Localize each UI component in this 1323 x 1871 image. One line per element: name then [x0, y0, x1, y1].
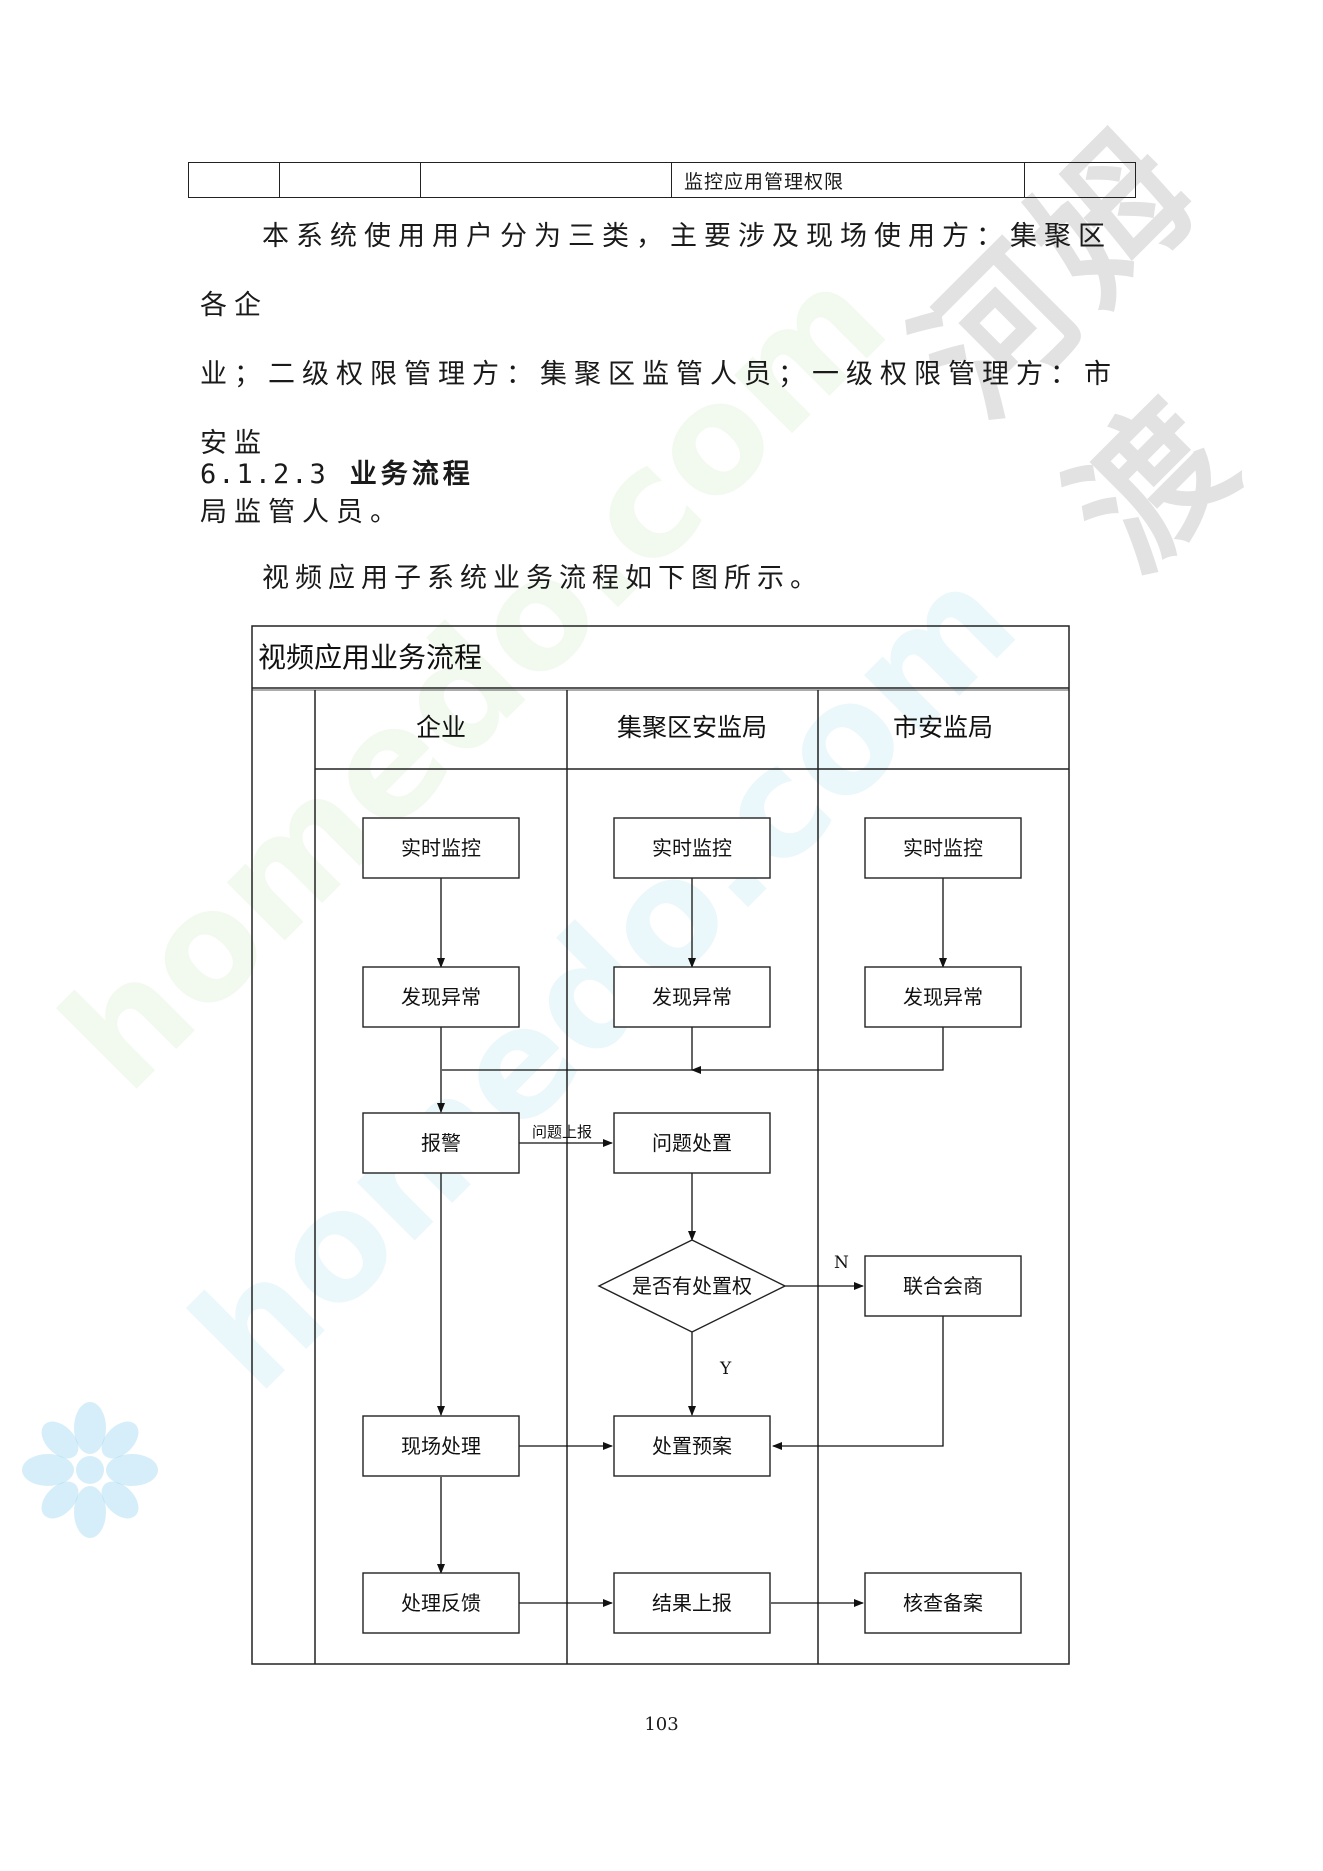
node-city-monitor: 实时监控 [903, 836, 983, 860]
paragraph-line-1: 本系统使用用户分为三类，主要涉及现场使用方：集聚区各企 [200, 221, 1112, 321]
node-city-check: 核查备案 [903, 1591, 983, 1615]
lane-header-park-bureau: 集聚区安监局 [617, 713, 767, 742]
lane-header-enterprise: 企业 [416, 713, 466, 742]
node-box [613, 1572, 771, 1634]
diagram-title: 视频应用业务流程 [258, 641, 482, 674]
body-paragraph: 本系统使用用户分为三类，主要涉及现场使用方：集聚区各企 业；二级权限管理方：集聚… [200, 202, 1130, 547]
node-box [864, 966, 1022, 1028]
watermark-flower-icon [22, 1402, 158, 1538]
permissions-table-row: 监控应用管理权限 [188, 162, 1136, 198]
section-heading: 6.1.2.3 业务流程 [200, 452, 474, 491]
node-box [613, 1415, 771, 1477]
node-ent-monitor: 实时监控 [401, 836, 481, 860]
node-box [613, 966, 771, 1028]
node-ent-alarm: 报警 [421, 1131, 461, 1155]
node-city-find: 发现异常 [903, 985, 983, 1009]
edge-label-report-up: 问题上报 [532, 1123, 592, 1141]
diagram-frame [251, 625, 1070, 1665]
paragraph-line-2: 业；二级权限管理方：集聚区监管人员；一级权限管理方：市安监 [200, 359, 1118, 459]
lane-header-city-bureau: 市安监局 [893, 713, 993, 742]
node-park-decision: 是否有处置权 [632, 1274, 752, 1298]
node-box [362, 1112, 520, 1174]
node-park-report: 结果上报 [652, 1591, 732, 1615]
node-box [613, 817, 771, 879]
node-park-monitor: 实时监控 [652, 836, 732, 860]
section-number: 6.1.2.3 [200, 459, 328, 490]
node-box [613, 1112, 771, 1174]
node-park-plan: 处置预案 [652, 1434, 732, 1458]
node-ent-onsite: 现场处理 [401, 1434, 481, 1458]
node-city-joint: 联合会商 [903, 1274, 983, 1298]
node-box [362, 1415, 520, 1477]
node-box [864, 817, 1022, 879]
decision-diamond [597, 1239, 787, 1333]
node-ent-feedback: 处理反馈 [401, 1591, 481, 1615]
table-cell [1024, 162, 1136, 198]
paragraph-line-3: 局监管人员。 [200, 497, 404, 528]
node-box [864, 1255, 1022, 1317]
node-box [362, 1572, 520, 1634]
node-park-find: 发现异常 [652, 985, 732, 1009]
node-park-issue: 问题处置 [652, 1131, 732, 1155]
node-ent-find: 发现异常 [401, 985, 481, 1009]
node-box [362, 817, 520, 879]
table-cell [420, 162, 672, 198]
edge-label-no: N [834, 1253, 849, 1273]
table-cell [188, 162, 280, 198]
node-box [864, 1572, 1022, 1634]
page-number: 103 [644, 1714, 679, 1735]
node-box [362, 966, 520, 1028]
edge-label-yes: Y [719, 1359, 732, 1379]
table-cell [279, 162, 421, 198]
table-cell-permission: 监控应用管理权限 [671, 162, 1025, 198]
diagram-intro-text: 视频应用子系统业务流程如下图所示。 [262, 563, 823, 594]
section-title: 业务流程 [349, 459, 474, 490]
